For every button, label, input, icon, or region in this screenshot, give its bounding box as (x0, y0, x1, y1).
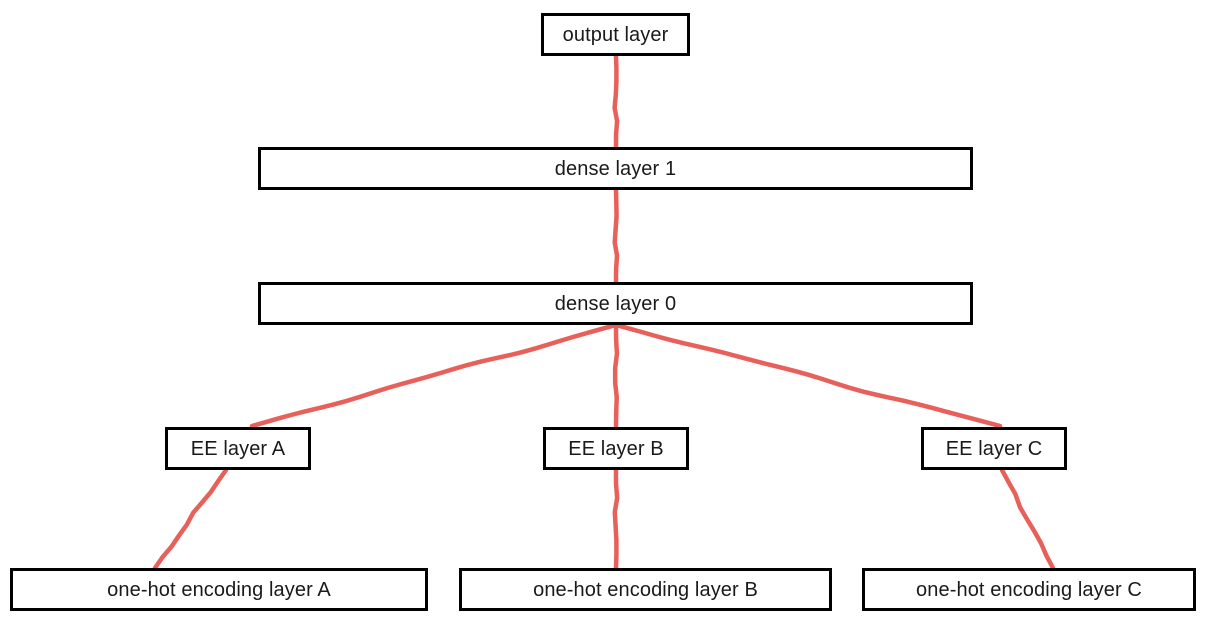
edge-ee-c-to-dense0 (613, 322, 1003, 429)
edge-onehot-a-to-ee-a (152, 467, 229, 571)
edge-onehot-c-to-ee-c (999, 467, 1056, 571)
edge-ee-a-to-dense0 (249, 322, 619, 429)
edge-ee-b-to-dense0 (612, 322, 620, 429)
node-one-hot-encoding-layer-c[interactable]: one-hot encoding layer C (862, 568, 1196, 611)
edge-dense1-to-output (612, 53, 620, 150)
node-ee-layer-b[interactable]: EE layer B (543, 427, 689, 470)
node-label-ee-layer-c: EE layer C (945, 437, 1043, 460)
node-output-layer[interactable]: output layer (541, 13, 690, 56)
node-label-one-hot-encoding-layer-c: one-hot encoding layer C (916, 578, 1142, 601)
node-dense-layer-1[interactable]: dense layer 1 (258, 147, 973, 190)
node-dense-layer-0[interactable]: dense layer 0 (258, 282, 973, 325)
node-label-one-hot-encoding-layer-a: one-hot encoding layer A (107, 578, 331, 601)
node-label-one-hot-encoding-layer-b: one-hot encoding layer B (533, 578, 758, 601)
node-label-ee-layer-a: EE layer A (190, 437, 286, 460)
node-ee-layer-a[interactable]: EE layer A (165, 427, 311, 470)
node-ee-layer-c[interactable]: EE layer C (921, 427, 1067, 470)
node-one-hot-encoding-layer-a[interactable]: one-hot encoding layer A (10, 568, 428, 611)
node-label-ee-layer-b: EE layer B (568, 437, 664, 460)
edge-onehot-b-to-ee-b (612, 467, 620, 571)
node-label-dense-layer-1: dense layer 1 (554, 157, 677, 180)
node-label-output-layer: output layer (562, 23, 669, 46)
node-one-hot-encoding-layer-b[interactable]: one-hot encoding layer B (459, 568, 832, 611)
edge-dense0-to-dense1 (612, 187, 620, 285)
node-label-dense-layer-0: dense layer 0 (554, 292, 677, 315)
